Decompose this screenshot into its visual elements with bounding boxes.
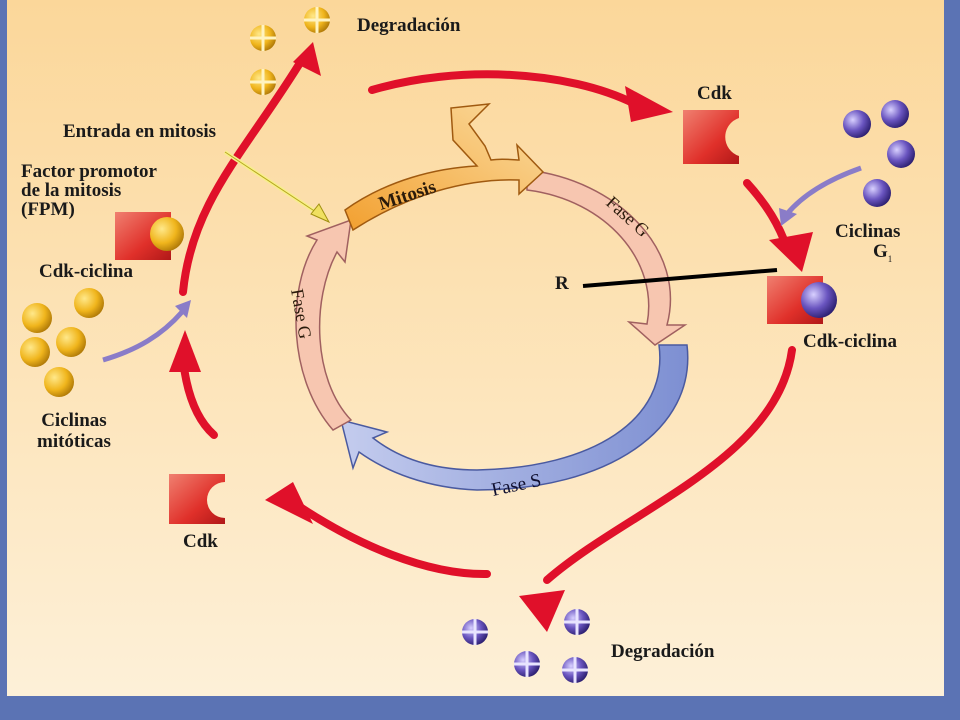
g1-cyclin-feed-arrow [785,165,862,216]
cdk-ciclina-right-complex [767,276,837,324]
restriction-point-line [582,268,778,288]
cell-cycle-diagram: Mitosis Fase G Fase G Fase S [7,0,944,696]
label-r-point: R [555,273,569,294]
label-degradacion-bottom: Degradación [611,641,715,662]
g1-letter: G [873,241,888,262]
fase-s-arrow [339,344,689,491]
label-cdk-ciclina-right: Cdk-ciclina [803,331,897,352]
diagram-panel: Mitosis Fase G Fase G Fase S [7,0,944,696]
label-degradacion-top: Degradación [357,15,461,36]
label-ciclinas-mitoticas: Ciclinas mitóticas [37,410,111,452]
label-fpm: Factor promotor de la mitosis (FPM) [21,161,157,220]
mitotic-cyclin-feed-arrow [102,310,184,363]
degraded-g1-cyclins [462,609,590,683]
g1-cyclins [843,100,915,207]
red-cycle-arrows [179,54,796,584]
label-ciclinas-g1-letter: G1 [873,242,892,269]
mitosis-arrow [344,103,545,232]
fpm-complex [115,212,184,260]
label-cdk-bottom-left: Cdk [183,531,218,552]
cdk-bottom-left [169,474,225,524]
fase-g-right-arrow [526,169,688,346]
label-entrada-mitosis: Entrada en mitosis [63,121,217,142]
g1-subscript: 1 [887,253,893,264]
degraded-mitotic-cyclins [250,7,330,95]
label-cdk-ciclina-left: Cdk-ciclina [39,261,133,282]
red-arrowheads [169,42,813,632]
label-cdk-top-right: Cdk [697,83,732,104]
label-ciclinas-g1: Ciclinas [835,221,901,242]
mitotic-cyclins [20,288,104,397]
cdk-top-right [683,110,739,164]
